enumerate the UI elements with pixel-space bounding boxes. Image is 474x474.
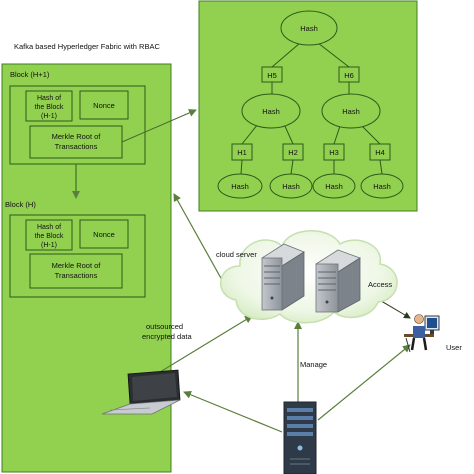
block-bottom-label: Block (H) xyxy=(5,200,36,209)
block-top-label: Block (H+1) xyxy=(10,70,50,79)
tree-leaf-2-label: Hash xyxy=(282,182,300,191)
tree-root-node xyxy=(280,10,338,46)
block-bottom-nonce-box xyxy=(79,219,129,249)
block-bottom xyxy=(9,214,146,298)
block-top-merkle-line2: Transactions xyxy=(55,142,98,151)
laptop-to-cloud-arrow xyxy=(159,315,253,373)
block-bottom-hash-prev-box xyxy=(25,219,73,251)
tree-node-h3-label: H3 xyxy=(329,148,339,157)
laptop-icon xyxy=(101,369,181,415)
tree-leaf-3-label: Hash xyxy=(325,182,343,191)
tree-node-h3 xyxy=(323,143,345,161)
tower-server-icon xyxy=(283,401,317,474)
server-icon xyxy=(261,243,305,311)
block-top-nonce-box xyxy=(79,90,129,120)
tree-hash-left-label: Hash xyxy=(262,107,280,116)
manage-label: Manage xyxy=(300,360,327,369)
block-bottom-merkle-line1: Merkle Root of xyxy=(52,261,102,270)
tree-leaf-2 xyxy=(269,173,313,199)
tree-leaf-4-label: Hash xyxy=(373,182,391,191)
tree-node-h2-label: H2 xyxy=(288,148,298,157)
user-label: User xyxy=(446,343,462,352)
cloud-icon xyxy=(219,230,398,324)
tower-to-laptop-arrow xyxy=(183,390,283,433)
tree-hash-right-label: Hash xyxy=(342,107,360,116)
tree-leaf-4 xyxy=(360,173,404,199)
tree-node-h1 xyxy=(231,143,253,161)
block-top-nonce: Nonce xyxy=(93,101,115,110)
block-top xyxy=(9,85,146,165)
block-bottom-hash-prev-line3: (H-1) xyxy=(41,242,57,249)
tree-node-h1-label: H1 xyxy=(237,148,247,157)
tree-node-h6 xyxy=(338,66,360,83)
merkle-link-arrow xyxy=(121,109,197,143)
block-top-merkle-line1: Merkle Root of xyxy=(52,132,102,141)
cloud-server-label: cloud server xyxy=(216,250,257,259)
block-bottom-merkle-box xyxy=(29,253,123,289)
tree-edges xyxy=(240,42,383,175)
tree-root-label: Hash xyxy=(300,24,318,33)
tree-node-h5 xyxy=(261,66,283,83)
diagram-title: Kafka based Hyperledger Fabric with RBAC xyxy=(14,42,160,51)
block-bottom-merkle-line2: Transactions xyxy=(55,271,98,280)
tree-leaf-3 xyxy=(312,173,356,199)
block-bottom-hash-prev-line2: the Block xyxy=(35,233,64,240)
tree-leaf-1-label: Hash xyxy=(231,182,249,191)
block-top-hash-prev-line1: Hash of xyxy=(37,95,61,102)
tree-leaf-1 xyxy=(217,173,263,199)
tree-node-h4 xyxy=(369,143,391,161)
tree-hash-left xyxy=(241,93,301,129)
tree-node-h4-label: H4 xyxy=(375,148,385,157)
block-top-hash-prev-line2: the Block xyxy=(35,104,64,111)
block-top-hash-prev-box xyxy=(25,90,73,122)
tree-hash-right xyxy=(321,93,381,129)
server-icon xyxy=(315,249,361,313)
block-bottom-hash-prev-line1: Hash of xyxy=(37,224,61,231)
tree-node-h2 xyxy=(282,143,304,161)
block-bottom-nonce: Nonce xyxy=(93,230,115,239)
outsourced-label-line2: encrypted data xyxy=(142,332,192,341)
outsourced-label-line1: outsourced xyxy=(146,322,183,331)
tree-node-h5-label: H5 xyxy=(267,71,277,80)
user-icon xyxy=(404,314,440,353)
block-top-hash-prev-line3: (H-1) xyxy=(41,113,57,120)
access-label: Access xyxy=(368,280,392,289)
tower-to-user-arrow xyxy=(317,344,411,421)
tree-node-h6-label: H6 xyxy=(344,71,354,80)
